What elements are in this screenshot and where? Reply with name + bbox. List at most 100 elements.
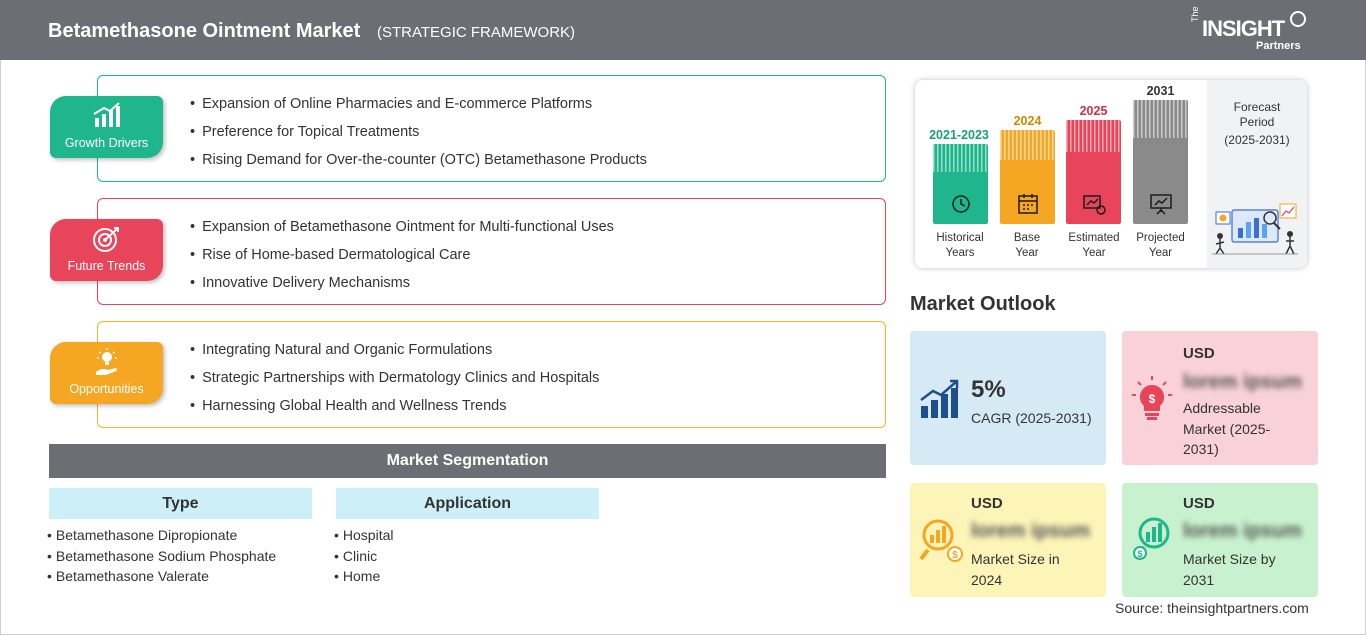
market-size-2024-card: $ USD lorem ipsum Market Size in 2024 xyxy=(910,483,1106,597)
forecast-line2: Period xyxy=(1239,115,1275,129)
logo-partners-text: Partners xyxy=(1256,40,1301,52)
addressable-caption: Addressable Market (2025- 2031) xyxy=(1183,398,1270,460)
historical-bar xyxy=(933,144,988,224)
money-lightbulb-icon: $ xyxy=(1132,376,1172,420)
growth-chart-icon xyxy=(93,102,120,127)
estimated-caption-line2: Year xyxy=(1082,247,1106,259)
base-caption-line1: Base xyxy=(1013,232,1041,244)
insight-partners-logo[interactable]: The INSIGHT Partners xyxy=(1190,6,1310,54)
size-2031-currency: USD xyxy=(1183,495,1215,512)
market-size-2031-card: $ USD lorem ipsum Market Size by 2031 xyxy=(1122,483,1318,597)
analytics-illustration-icon xyxy=(1212,203,1298,255)
historical-caption-line2: Years xyxy=(945,247,975,259)
header-bar: Betamethasone Ointment Market (STRATEGIC… xyxy=(0,0,1366,60)
opportunities-badge: Opportunities xyxy=(50,342,163,404)
addressable-caption-line1: Addressable xyxy=(1183,400,1261,416)
projected-caption-line2: Year xyxy=(1148,247,1173,259)
list-item: Expansion of Betamethasone Ointment for … xyxy=(190,217,614,245)
estimated-caption: Estimated Year xyxy=(1060,231,1128,261)
size-2031-caption-line1: Market Size by xyxy=(1183,551,1276,567)
svg-text:$: $ xyxy=(1149,392,1156,406)
list-item: Hospital xyxy=(334,526,394,547)
growth-drivers-list: Expansion of Online Pharmacies and E-com… xyxy=(190,94,647,178)
list-item: Home xyxy=(334,567,394,588)
addressable-value-blurred: lorem ipsum xyxy=(1183,371,1302,393)
lightbulb-hand-icon xyxy=(96,348,117,375)
growth-drivers-label: Growth Drivers xyxy=(64,136,149,150)
segment-application-heading: Application xyxy=(336,488,599,519)
future-trends-badge: Future Trends xyxy=(50,219,163,281)
forecast-line1: Forecast xyxy=(1233,100,1281,114)
list-item: Rise of Home-based Dermatological Care xyxy=(190,245,614,273)
list-item: Betamethasone Valerate xyxy=(47,567,276,588)
projected-year-label: 2031 xyxy=(1146,84,1175,98)
svg-text:$: $ xyxy=(1137,549,1142,559)
page-subtitle: (STRATEGIC FRAMEWORK) xyxy=(377,24,576,41)
target-icon xyxy=(93,227,119,252)
opportunities-list: Integrating Natural and Organic Formulat… xyxy=(190,340,599,424)
logo-the-text: The xyxy=(1190,6,1200,22)
addressable-caption-line2: Market (2025- xyxy=(1183,420,1271,437)
calendar-icon xyxy=(1018,194,1038,214)
magnifier-chart-icon: $ xyxy=(919,519,963,562)
base-year-label: 2024 xyxy=(1013,114,1042,128)
list-item: Strategic Partnerships with Dermatology … xyxy=(190,368,599,396)
size-2024-caption-line2: 2024 xyxy=(971,571,1003,588)
future-trends-label: Future Trends xyxy=(67,259,146,273)
future-trends-list: Expansion of Betamethasone Ointment for … xyxy=(190,217,614,301)
cagr-label: CAGR (2025-2031) xyxy=(971,410,1092,426)
historical-years-label: 2021-2023 xyxy=(929,128,989,142)
estimated-bar xyxy=(1066,120,1121,224)
estimated-caption-line1: Estimated xyxy=(1068,232,1120,244)
projected-caption-line1: Projected xyxy=(1136,232,1185,244)
page-title: Betamethasone Ointment Market xyxy=(48,20,361,42)
market-outlook-title: Market Outlook xyxy=(910,293,1056,315)
size-2031-value-blurred: lorem ipsum xyxy=(1183,520,1302,542)
addressable-market-card: $ USD lorem ipsum Addressable Market (20… xyxy=(1122,331,1318,465)
svg-text:$: $ xyxy=(952,550,958,561)
list-item: Integrating Natural and Organic Formulat… xyxy=(190,340,599,368)
list-item: Harnessing Global Health and Wellness Tr… xyxy=(190,396,599,424)
historical-caption: Historical Years xyxy=(925,231,995,261)
growth-trend-icon xyxy=(920,379,959,418)
projected-bar xyxy=(1133,100,1188,224)
list-item: Innovative Delivery Mechanisms xyxy=(190,273,614,301)
size-2024-caption: Market Size in 2024 xyxy=(971,549,1060,590)
list-item: Expansion of Online Pharmacies and E-com… xyxy=(190,94,647,122)
opportunities-box: Integrating Natural and Organic Formulat… xyxy=(97,321,886,428)
future-trends-box: Expansion of Betamethasone Ointment for … xyxy=(97,198,886,305)
size-2024-currency: USD xyxy=(971,495,1003,512)
logo-ring-icon xyxy=(1290,11,1306,27)
estimate-chart-icon xyxy=(1083,195,1106,215)
forecast-line3: (2025-2031) xyxy=(1224,133,1290,147)
source-credit[interactable]: Source: theinsightpartners.com xyxy=(1115,600,1309,616)
base-caption: Base Year xyxy=(997,231,1057,261)
opportunities-label: Opportunities xyxy=(69,382,144,396)
history-clock-icon xyxy=(952,195,970,213)
cagr-value: 5% xyxy=(971,376,1006,403)
estimated-year-label: 2025 xyxy=(1079,104,1108,118)
logo-main-text: INSIGHT xyxy=(1202,16,1285,41)
size-2031-caption-line2: 2031 xyxy=(1183,571,1215,588)
size-2024-caption-line1: Market Size in xyxy=(971,551,1060,567)
segment-application-list: Hospital Clinic Home xyxy=(334,526,394,588)
growth-drivers-box: Expansion of Online Pharmacies and E-com… xyxy=(97,75,886,182)
size-2031-caption: Market Size by 2031 xyxy=(1183,549,1276,590)
addressable-caption-line3: 2031) xyxy=(1183,441,1219,457)
list-item: Clinic xyxy=(334,547,394,568)
cagr-card: 5% CAGR (2025-2031) xyxy=(910,331,1106,465)
presentation-board-icon xyxy=(1150,194,1172,215)
projected-caption: Projected Year xyxy=(1128,231,1193,261)
segment-type-heading: Type xyxy=(49,488,312,519)
market-segmentation-header: Market Segmentation xyxy=(49,444,886,478)
base-caption-line2: Year xyxy=(1015,247,1039,259)
segment-type-list: Betamethasone Dipropionate Betamethasone… xyxy=(47,526,276,588)
list-item: Betamethasone Sodium Phosphate xyxy=(47,547,276,568)
historical-caption-line1: Historical xyxy=(936,232,984,244)
base-bar xyxy=(1000,130,1055,224)
growth-magnifier-icon: $ xyxy=(1133,517,1170,560)
list-item: Betamethasone Dipropionate xyxy=(47,526,276,547)
list-item: Preference for Topical Treatments xyxy=(190,122,647,150)
growth-drivers-badge: Growth Drivers xyxy=(50,96,163,158)
addressable-currency: USD xyxy=(1183,345,1215,362)
